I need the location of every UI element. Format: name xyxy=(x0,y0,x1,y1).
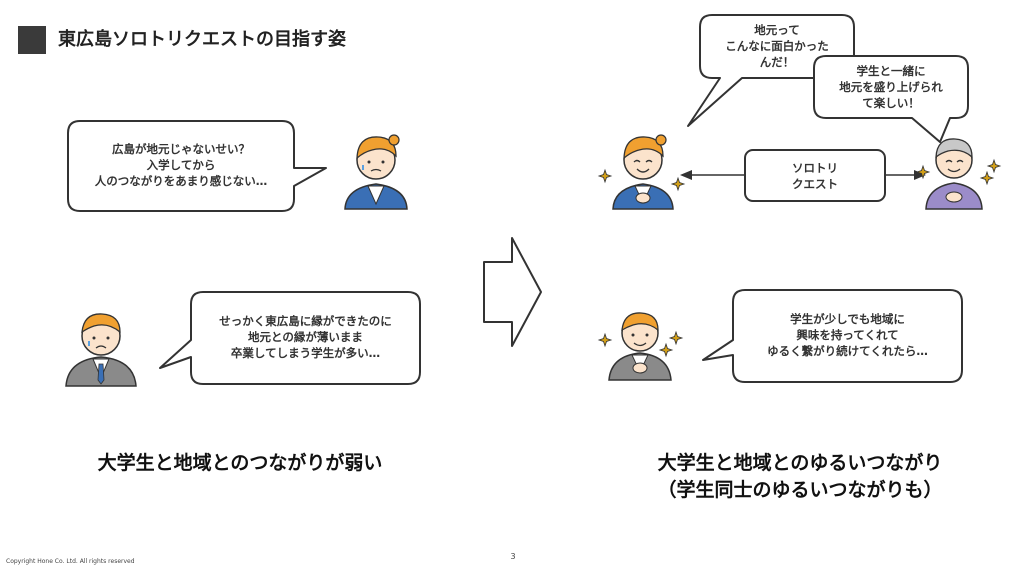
text-line: 地元との縁が薄いまま xyxy=(248,330,363,344)
staff-male-hopeful-icon xyxy=(608,312,672,381)
text-line: んだ！ xyxy=(759,55,795,69)
sparkle-icon xyxy=(659,343,673,357)
speech-bubble-elder xyxy=(813,55,969,143)
speech-bubble-student-happy xyxy=(687,14,855,127)
caption-line: 大学生と地域とのゆるいつながり xyxy=(657,452,943,474)
text-line: ソロトリ xyxy=(792,161,838,175)
text-line: 学生が少しでも地域に xyxy=(790,312,905,326)
student-female-happy-icon xyxy=(612,134,674,210)
text-line: 入学してから xyxy=(146,158,216,172)
text-line: ゆるく繋がり続けてくれたら… xyxy=(767,344,928,358)
sparkle-icon xyxy=(669,331,683,345)
speech-bubble-staff xyxy=(159,291,421,385)
text-line: 地元を盛り上げられ xyxy=(839,80,943,94)
text-line: 学生と一緒に xyxy=(856,64,926,78)
text-line: 地元って xyxy=(754,23,800,37)
right-caption: 大学生と地域とのゆるいつながり （学生同士のゆるいつながりも） xyxy=(600,450,1000,504)
right-arrow-icon xyxy=(483,237,542,347)
bubble-student-happy-text: 地元って こんなに面白かった んだ！ xyxy=(702,22,852,70)
caption-line: （学生同士のゆるいつながりも） xyxy=(657,479,943,501)
staff-male-worried-icon xyxy=(65,313,137,387)
text-line: 卒業してしまう学生が多い… xyxy=(230,346,381,360)
text-line: て楽しい！ xyxy=(862,96,920,110)
bubble-student-text: 広島が地元じゃないせい？ 入学してから 人のつながりをあまり感じない… xyxy=(70,141,292,189)
student-female-worried-icon xyxy=(344,134,408,210)
title-square-icon xyxy=(18,26,46,54)
text-line: 広島が地元じゃないせい？ xyxy=(112,142,250,156)
sparkle-icon xyxy=(598,169,612,183)
speech-bubble-staff-hope xyxy=(702,289,963,383)
left-caption: 大学生と地域とのつながりが弱い xyxy=(97,452,383,474)
page-number: 3 xyxy=(510,552,516,561)
bubble-staff-hope-text: 学生が少しでも地域に 興味を持ってくれて ゆるく繋がり続けてくれたら… xyxy=(735,311,960,359)
text-line: せっかく東広島に縁ができたのに xyxy=(219,314,392,328)
text-line: クエスト xyxy=(792,177,838,191)
bubble-elder-text: 学生と一緒に 地元を盛り上げられ て楽しい！ xyxy=(816,63,966,111)
solotri-quest-label: ソロトリ クエスト xyxy=(745,160,885,192)
elder-person-happy-icon xyxy=(925,138,983,210)
solotri-quest-box xyxy=(744,149,886,202)
sparkle-icon xyxy=(987,159,1001,173)
text-line: こんなに面白かった xyxy=(725,39,829,53)
text-line: 興味を持ってくれて xyxy=(796,328,899,342)
sparkle-icon xyxy=(980,171,994,185)
bubble-staff-text: せっかく東広島に縁ができたのに 地元との縁が薄いまま 卒業してしまう学生が多い… xyxy=(193,313,418,361)
sparkle-icon xyxy=(671,177,685,191)
text-line: 人のつながりをあまり感じない… xyxy=(94,174,268,188)
speech-bubble-student xyxy=(67,120,327,212)
copyright-text: Copyright Hone Co. Ltd. All rights reser… xyxy=(6,558,135,565)
page-title: 東広島ソロトリクエストの目指す姿 xyxy=(58,29,346,50)
sparkle-icon xyxy=(598,333,612,347)
